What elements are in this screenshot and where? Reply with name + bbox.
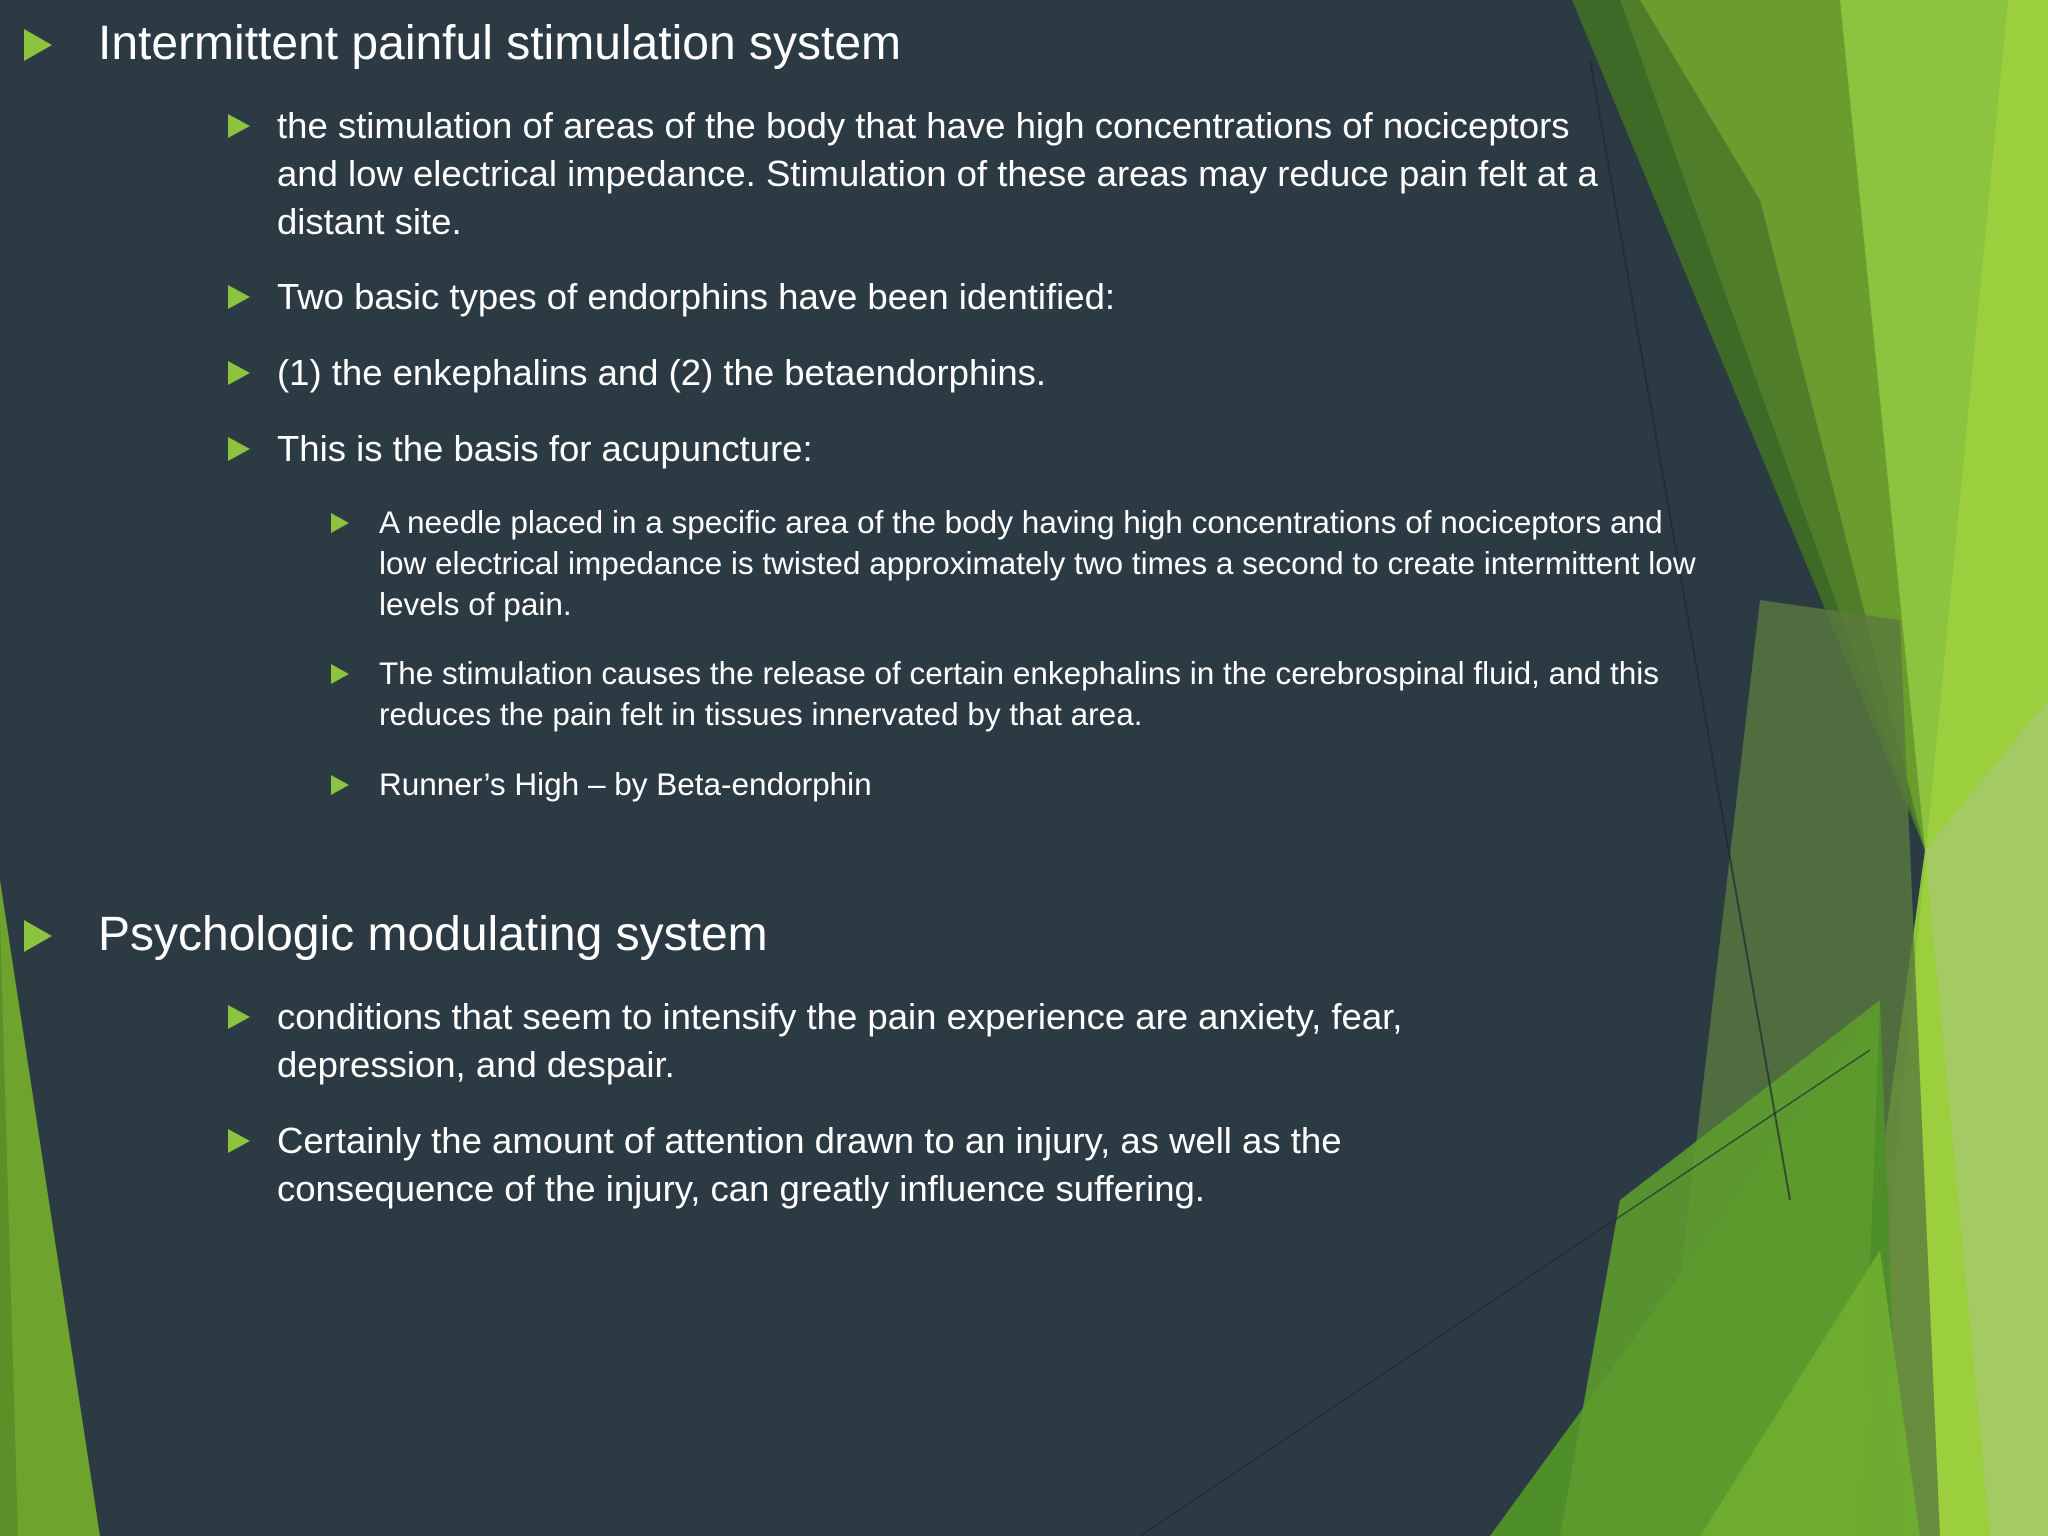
section-heading: Psychologic modulating system [98, 908, 768, 961]
triangle-right-icon [331, 775, 349, 795]
triangle-right-icon [24, 29, 52, 61]
triangle-right-icon [24, 920, 52, 952]
triangle-right-icon [228, 1005, 250, 1029]
facet-shape [0, 920, 18, 1536]
triangle-right-icon [331, 513, 349, 533]
bullet-text: the stimulation of areas of the body tha… [277, 105, 1598, 242]
section-heading: Intermittent painful stimulation system [98, 17, 901, 70]
facet-shape [0, 880, 100, 1536]
facet-line [1139, 1049, 1871, 1536]
triangle-right-icon [228, 437, 250, 461]
sub-bullet-text: The stimulation causes the release of ce… [379, 655, 1659, 732]
triangle-right-icon [331, 664, 349, 684]
facet-shape [1700, 1250, 1920, 1536]
triangle-right-icon [228, 114, 250, 138]
facet-shape [1925, 700, 2048, 1536]
triangle-right-icon [228, 361, 250, 385]
triangle-right-icon [228, 1129, 250, 1153]
triangle-right-icon [228, 285, 250, 309]
facet-shape [1830, 0, 2008, 1536]
bullet-text: (1) the enkephalins and (2) the betaendo… [277, 352, 1047, 393]
sub-bullet-text: A needle placed in a specific area of th… [379, 504, 1696, 622]
bullet-text: Certainly the amount of attention drawn … [277, 1120, 1342, 1209]
bullet-text: Two basic types of endorphins have been … [277, 276, 1116, 317]
bullet-text: This is the basis for acupuncture: [277, 428, 813, 469]
facet-line [1589, 59, 1791, 1201]
bullet-text: conditions that seem to intensify the pa… [277, 996, 1403, 1085]
sub-bullet-text: Runner’s High – by Beta-endorphin [379, 766, 872, 802]
